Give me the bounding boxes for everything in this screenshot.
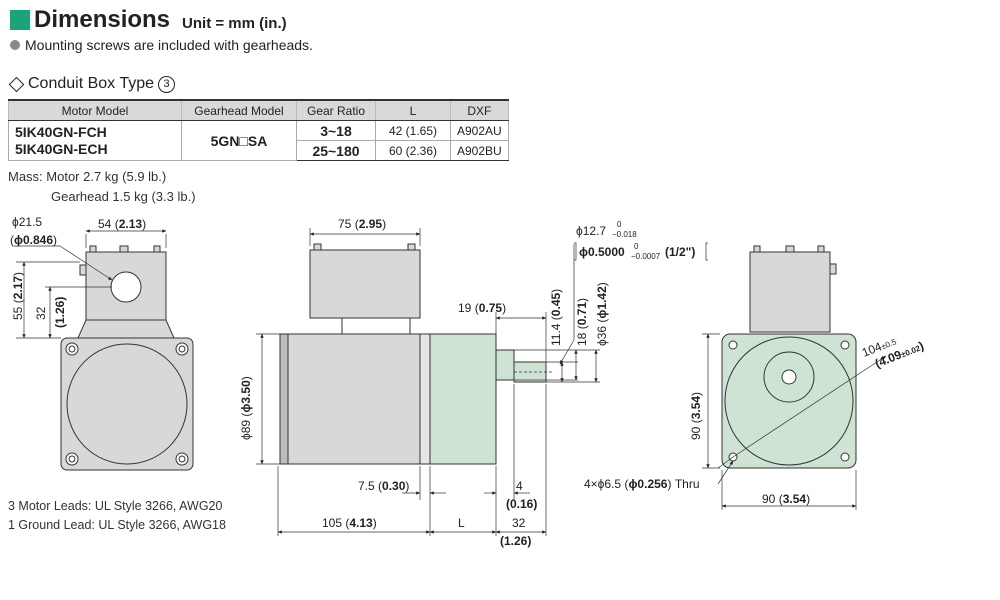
dim-label: L — [458, 516, 465, 530]
dim-label: 90 (3.54) — [689, 392, 703, 440]
leads-info: 3 Motor Leads: UL Style 3266, AWG20 1 Gr… — [8, 497, 226, 535]
dim-label: ϕ36 (ϕ1.42) — [595, 282, 609, 346]
motor-leads: 3 Motor Leads: UL Style 3266, AWG20 — [8, 499, 223, 513]
holes-label: 4×ϕ6.5 (ϕ0.256) Thru — [584, 477, 700, 491]
dim-label: (0.16) — [506, 497, 537, 511]
table-row: 5IK40GN-FCH 5IK40GN-ECH 5GN□SA 3~18 42 (… — [8, 120, 509, 161]
dim-label: ϕ21.5 — [12, 215, 42, 229]
side-view-labels: 75 (2.95) ϕ89 (ϕ3.50) 19 (0.75) 11.4 (0.… — [239, 217, 695, 548]
col-dxf: DXF — [450, 99, 509, 121]
gearhead-model-cell: 5GN□SA — [181, 120, 297, 161]
dim-label: 4 — [516, 479, 523, 493]
mass-motor: Mass: Motor 2.7 kg (5.9 lb.) — [8, 169, 167, 184]
dim-label: (ϕ0.846) — [10, 233, 57, 247]
dim-label: 75 (2.95) — [338, 217, 386, 231]
spec-table: Motor Model Gearhead Model Gear Ratio L … — [8, 99, 509, 161]
dim-label: 32 — [34, 306, 48, 320]
shaft-dim-in: ϕ0.5000 — [579, 245, 625, 259]
front-view-left-labels: ϕ21.5 (ϕ0.846) 54 (2.13) 55 (2.17) 32 (1… — [10, 215, 146, 328]
shaft-tol-upper: 0 — [617, 220, 622, 229]
front-view-right-labels: 90 (3.54) 90 (3.54) 104±0.5 (4.09±0.02) … — [584, 337, 926, 506]
col-gear-ratio: Gear Ratio — [296, 99, 376, 121]
col-motor-model: Motor Model — [8, 99, 182, 121]
mass-gearhead: Gearhead 1.5 kg (3.3 lb.) — [51, 189, 196, 204]
l-cell: 60 (2.36) — [375, 140, 451, 161]
dim-label: ϕ89 (ϕ3.50) — [239, 376, 253, 440]
mounting-note-text: Mounting screws are included with gearhe… — [25, 37, 313, 53]
side-view — [279, 243, 552, 465]
dim-label: 32 — [512, 516, 526, 530]
section-number-badge: 3 — [158, 75, 176, 93]
motor-model-1: 5IK40GN-FCH — [15, 123, 107, 140]
front-view-left — [14, 229, 194, 471]
shaft-in-tol-upper: 0 — [634, 242, 639, 251]
dim-label: 18 (0.71) — [575, 298, 589, 346]
gear-ratio-cell: 3~18 — [296, 120, 376, 141]
dim-label: 19 (0.75) — [458, 301, 506, 315]
dim-label: 54 (2.13) — [98, 217, 146, 231]
shaft-dim-mm: ϕ12.7 — [576, 224, 606, 238]
dim-label: 11.4 (0.45) — [549, 289, 563, 346]
mass-info: Mass: Motor 2.7 kg (5.9 lb.) Gearhead 1.… — [8, 167, 196, 207]
dim-label: (1.26) — [53, 297, 67, 328]
section-heading: Conduit Box Type 3 — [8, 75, 176, 93]
motor-models-cell: 5IK40GN-FCH 5IK40GN-ECH — [8, 120, 182, 161]
col-gearhead-model: Gearhead Model — [181, 99, 297, 121]
motor-model-2: 5IK40GN-ECH — [15, 140, 108, 157]
dim-label: (1.26) — [500, 534, 531, 548]
dim-label: 90 (3.54) — [762, 492, 810, 506]
unit-label: Unit = mm (in.) — [182, 14, 287, 32]
shaft-in-fraction: (1/2") — [665, 245, 695, 259]
shaft-tol-lower: −0.018 — [612, 230, 637, 239]
dxf-link[interactable]: A902BU — [450, 140, 509, 161]
dimensions-header: Dimensions Unit = mm (in.) — [10, 6, 287, 34]
front-view-right-dimension-lines — [702, 333, 887, 510]
front-view-right — [721, 245, 857, 469]
accent-square-icon — [10, 10, 30, 30]
table-row: 25~180 60 (2.36) A902BU — [9, 140, 509, 161]
side-view-dimension-lines — [256, 228, 708, 536]
mounting-note: Mounting screws are included with gearhe… — [10, 37, 313, 53]
bullet-icon — [10, 40, 20, 50]
col-l: L — [375, 99, 451, 121]
section-label: Conduit Box Type — [28, 75, 155, 92]
dim-label: 105 (4.13) — [322, 516, 377, 530]
table-header-row: Motor Model Gearhead Model Gear Ratio L … — [8, 99, 509, 121]
dim-label: 55 (2.17) — [11, 272, 25, 320]
shaft-in-tol-lower: −0.0007 — [631, 252, 661, 261]
dxf-link[interactable]: A902AU — [450, 120, 509, 141]
ground-lead: 1 Ground Lead: UL Style 3266, AWG18 — [8, 518, 226, 532]
page-title: Dimensions — [34, 6, 171, 33]
dim-label: 7.5 (0.30) — [358, 479, 409, 493]
